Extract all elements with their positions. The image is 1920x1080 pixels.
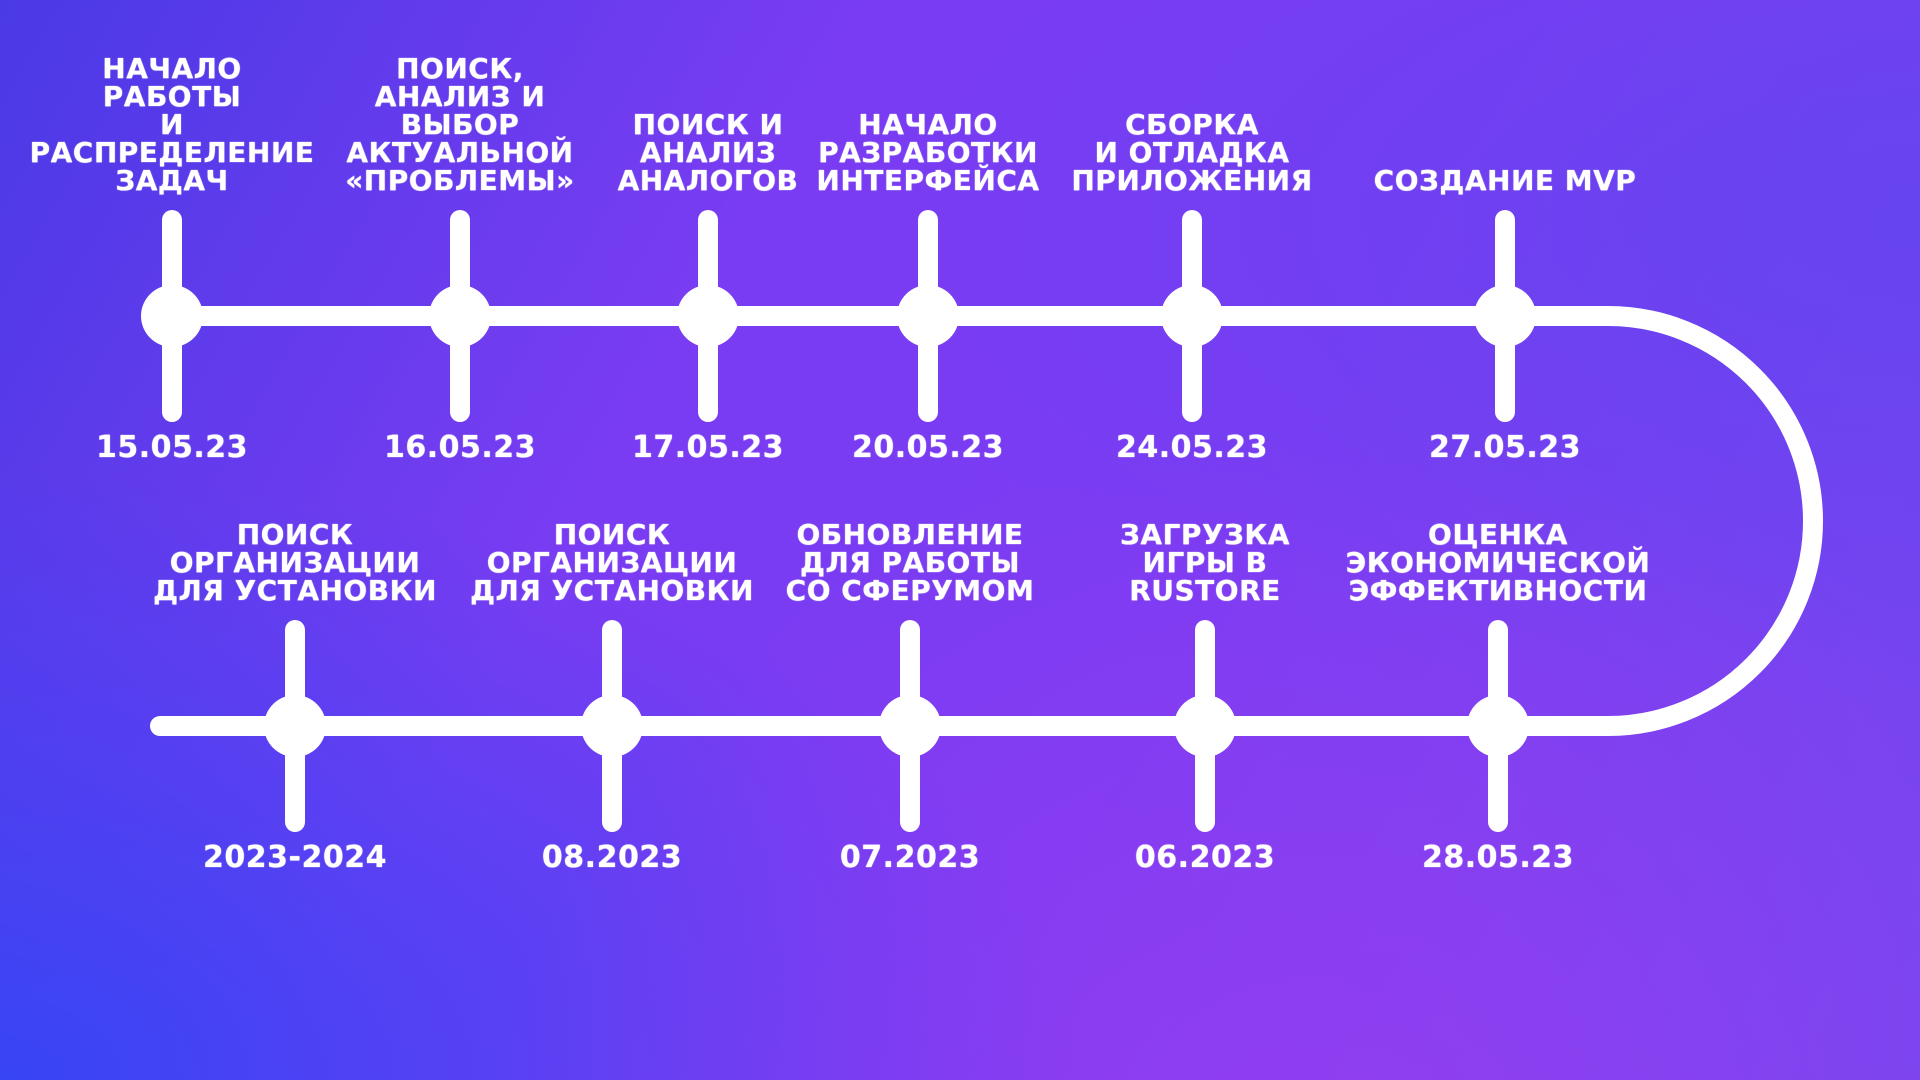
milestone-title: Сборка и отладка приложения (1071, 108, 1313, 197)
milestone-node (677, 285, 739, 347)
milestone-date: 16.05.23 (383, 430, 537, 465)
milestone-title: Оценка экономической эффективности (1345, 518, 1651, 607)
milestone-title: Начало работы и распределение задач (29, 52, 315, 197)
milestone-node (264, 695, 326, 757)
milestone-date: 27.05.23 (1428, 430, 1582, 465)
milestone-title: Поиск и анализ аналогов (617, 108, 799, 197)
milestone-node (1467, 695, 1529, 757)
milestone-title: Загрузка игры в RuStore (1120, 518, 1290, 607)
milestone-title: Создание MVP (1373, 164, 1637, 197)
milestone-date: 28.05.23 (1421, 840, 1575, 875)
milestone-date: 20.05.23 (851, 430, 1005, 465)
milestone-date: 24.05.23 (1115, 430, 1269, 465)
milestone-date: 15.05.23 (95, 430, 249, 465)
timeline-track (150, 306, 1823, 736)
milestone-title: Поиск организации для установки (470, 518, 754, 607)
milestone-date: 07.2023 (839, 840, 981, 875)
milestone-node (879, 695, 941, 757)
milestone-node (1474, 285, 1536, 347)
milestone-node (581, 695, 643, 757)
milestone-node (429, 285, 491, 347)
milestone-title: Поиск организации для установки (153, 518, 437, 607)
milestone-date: 17.05.23 (631, 430, 785, 465)
milestone-nodes (141, 210, 1536, 832)
milestone-date: 08.2023 (541, 840, 683, 875)
milestone-node (141, 285, 203, 347)
milestone-title: Начало разработки интерфейса (816, 108, 1040, 197)
milestone-date: 06.2023 (1134, 840, 1276, 875)
milestone-node (1174, 695, 1236, 757)
milestone-title: Обновление для работы со Сферумом (785, 518, 1035, 607)
milestone-title: Поиск, анализ и выбор актуальной «пробле… (345, 52, 575, 197)
milestone-node (897, 285, 959, 347)
milestone-node (1161, 285, 1223, 347)
milestone-date: 2023-2024 (203, 840, 387, 875)
